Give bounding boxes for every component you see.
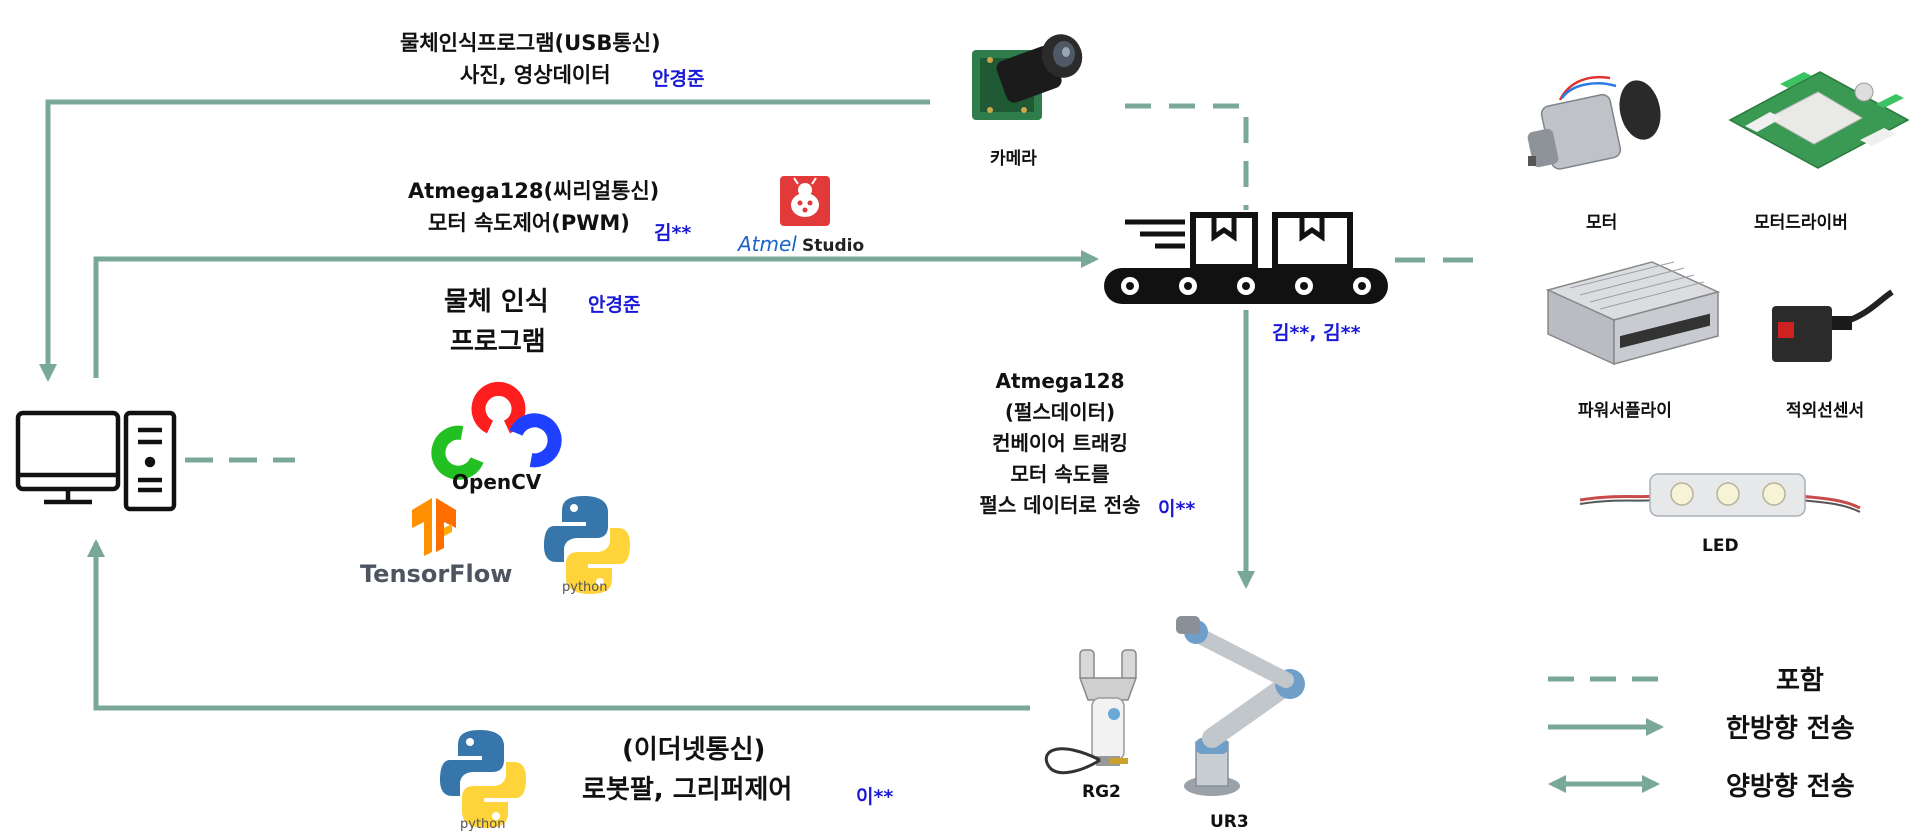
conveyor-link-title: Atmega128(씨리얼통신) [408,179,660,203]
power-supply-icon [1545,261,1721,366]
ethernet-link-subtitle: 로봇팔, 그리퍼제어 [582,775,793,805]
link-line: 모터 속도를 [1010,462,1110,486]
conveyor-belt-icon [1104,212,1388,304]
ur3-robot-arm-icon [1176,616,1305,796]
conveyor-assignee: 김**, 김** [1272,322,1361,344]
camera-link-title: 물체인식프로그램(USB통신) [400,31,661,55]
conveyor-robot-link-assignee: 이** [1158,498,1196,520]
atmel-product-text: Studio [801,236,865,256]
link-line: Atmega128 [995,369,1125,393]
rg2-gripper-icon [1044,649,1138,775]
motor-icon [1527,76,1661,170]
robot-to-pc-arrow [87,539,1030,711]
camera-link-subtitle: 사진, 영상데이터 [460,63,611,87]
ir-sensor-label: 적외선센서 [1786,401,1865,421]
computer-icon [15,410,177,512]
python-label: python [460,817,506,832]
power-supply-label: 파워서플라이 [1578,401,1672,421]
ethernet-link-assignee: 이** [856,786,894,808]
legend-include-label: 포함 [1776,666,1824,696]
link-line: (펄스데이터) [1004,400,1116,424]
atmel-studio-logo-icon [780,176,830,226]
conveyor-link-subtitle: 모터 속도제어(PWM) [428,211,630,235]
tensorflow-label: TensorFlow [360,560,513,588]
link-line: 컨베이어 트래킹 [992,431,1128,455]
legend-one-way-label: 한방향 전송 [1726,714,1855,744]
motor-label: 모터 [1586,213,1618,233]
opencv-logo-icon [431,381,562,480]
motor-driver-icon [1728,71,1910,169]
atmel-studio-label: Atmel Studio [738,232,864,256]
program-title-line2: 프로그램 [450,327,546,357]
led-label: LED [1702,536,1739,556]
atmel-brand-text: Atmel [738,232,797,256]
camera-to-pc-arrow [39,99,930,382]
conveyor-robot-link-text: Atmega128 (펄스데이터) 컨베이어 트래킹 모터 속도를 펄스 데이터… [950,366,1170,521]
python-logo-icon [440,730,526,828]
ir-sensor-icon [1772,289,1894,362]
pc-to-conveyor-arrow [93,250,1099,378]
program-assignee: 안경준 [588,294,641,316]
rg2-label: RG2 [1082,782,1121,802]
camera-icon [972,34,1083,120]
ethernet-link-title: (이더넷통신) [622,735,766,765]
camera-label: 카메라 [990,149,1037,169]
legend-two-way-label: 양방향 전송 [1726,772,1855,802]
motor-driver-label: 모터드라이버 [1754,213,1848,233]
conveyor-link-assignee: 김** [654,222,692,244]
camera-to-conveyor-dashed-line [1125,103,1249,210]
link-line: 펄스 데이터로 전송 [979,493,1141,517]
tensorflow-logo-icon [412,498,456,556]
program-title-line1: 물체 인식 [444,287,549,317]
python-label: python [562,580,608,595]
python-logo-icon [544,496,630,594]
ur3-label: UR3 [1210,812,1249,832]
opencv-label: OpenCV [452,470,542,494]
camera-link-assignee: 안경준 [652,68,705,90]
led-module-icon [1579,473,1861,517]
